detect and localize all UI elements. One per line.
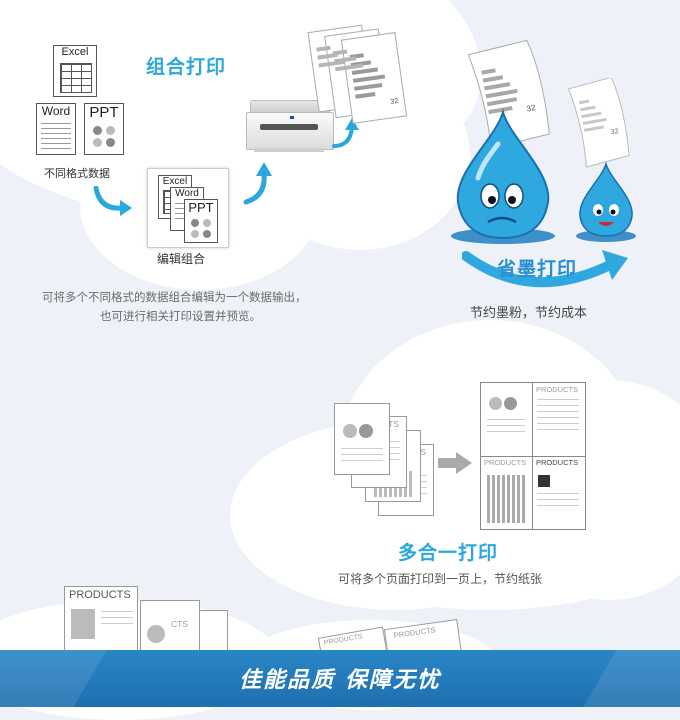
ink-caption: 节约墨粉，节约成本 <box>470 306 588 321</box>
word-label: Word <box>41 104 71 118</box>
small-ink-drop-icon <box>576 161 636 242</box>
four-in-one-sheet: PRODUCTS PRODUCTS PRODUCTS <box>480 382 586 530</box>
curved-arrow-up-icon <box>243 162 272 205</box>
combine-title: 组合打印 <box>146 56 227 78</box>
edit-caption: 编辑组合 <box>157 252 206 266</box>
footer-banner: 佳能品质 保障无忧 <box>0 650 680 707</box>
ink-page-large-icon: 32 <box>467 40 550 149</box>
edit-combine-box: Excel Word PPT <box>147 168 229 248</box>
big-ink-drop-icon <box>451 108 555 244</box>
combine-desc-1: 可将多个不同格式的数据组合编辑为一个数据输出， <box>42 290 307 304</box>
products-label: PRODUCTS <box>69 589 131 601</box>
nup-caption: 可将多个页面打印到一页上，节约纸张 <box>338 572 543 586</box>
ppt-label: PPT <box>89 104 119 121</box>
ink-page-small-icon: 32 <box>567 78 630 168</box>
svg-text:32: 32 <box>390 98 399 106</box>
nup-title: 多合一打印 <box>398 542 499 564</box>
curved-arrow-icon <box>93 186 132 216</box>
ink-title: 省墨打印 <box>497 258 578 280</box>
nup-arrow-icon <box>438 452 472 474</box>
footer-slogan: 佳能品质 保障无忧 <box>239 668 441 693</box>
svg-text:32: 32 <box>526 103 537 114</box>
output-arrow-icon <box>332 118 359 148</box>
output-pages-icon: 32 <box>307 24 408 124</box>
word-doc-icon: Word <box>36 103 76 155</box>
excel-doc-icon: Excel <box>53 45 97 97</box>
ink-swoosh-arrow-icon <box>462 250 628 288</box>
ppt-doc-icon: PPT <box>84 103 124 155</box>
printer-icon <box>246 100 334 152</box>
combine-desc-2: 也可进行相关打印设置并预览。 <box>100 309 261 323</box>
svg-text:32: 32 <box>610 128 619 136</box>
excel-label: Excel <box>61 46 89 58</box>
formats-caption: 不同格式数据 <box>44 167 110 180</box>
